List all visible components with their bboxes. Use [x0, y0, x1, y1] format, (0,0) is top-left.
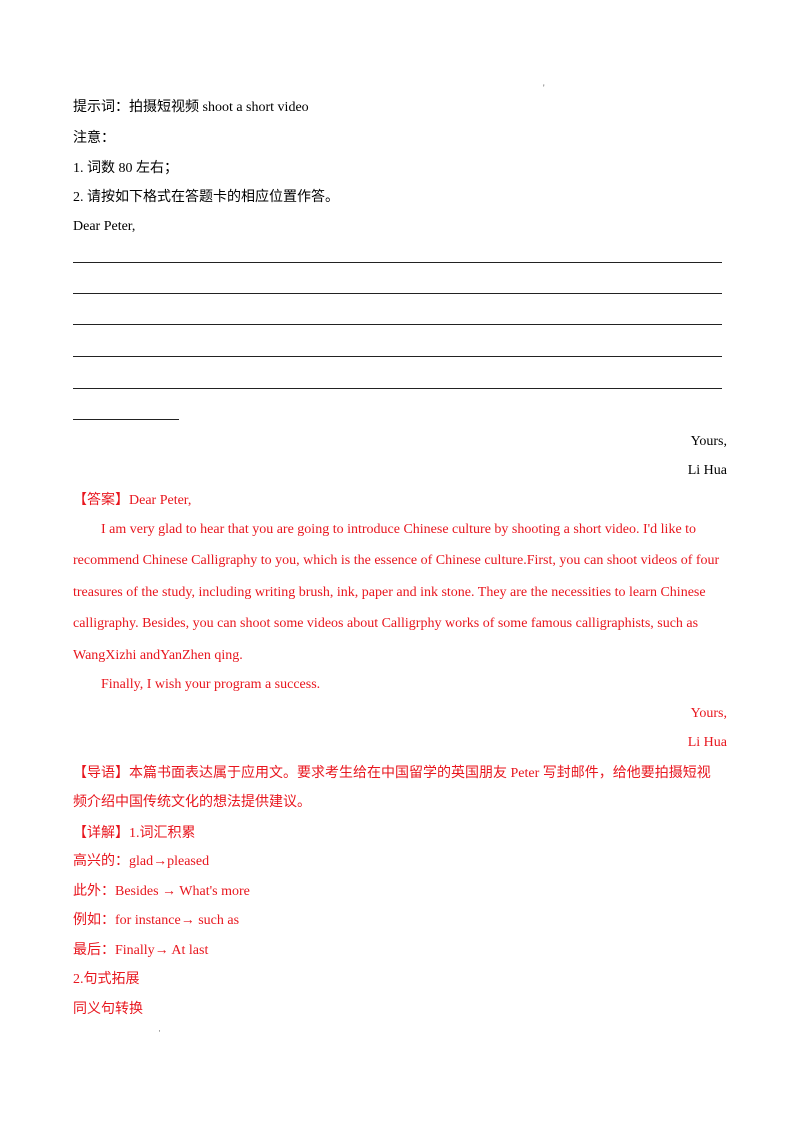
guide-line-1: 【导语】本篇书面表达属于应用文。要求考生给在中国留学的英国朋友 Peter 写封…: [73, 764, 711, 783]
answer-blank-line-short: [73, 419, 179, 420]
detail-heading: 【详解】1.词汇积累: [73, 824, 196, 843]
answer-blank-line: [73, 324, 722, 325]
vocab-item: 例如：for instance→ such as: [73, 913, 240, 928]
answer-greeting: Dear Peter,: [129, 493, 192, 508]
prompt-note-1: 1. 词数 80 左右；: [73, 161, 178, 176]
answer-blank-line: [73, 388, 722, 389]
answer-line-2: recommend Chinese Calligraphy to you, wh…: [73, 553, 720, 568]
answer-blank-line: [73, 356, 722, 357]
answer-blank-line: [73, 262, 722, 263]
answer-final-line: Finally, I wish your program a success.: [101, 677, 321, 692]
answer-line-3: treasures of the study, including writin…: [73, 585, 706, 600]
detail-label: 【详解】: [73, 825, 129, 841]
guide-line-2: 频介绍中国传统文化的想法提供建议。: [73, 795, 311, 810]
detail-sub: 同义句转换: [73, 1002, 143, 1017]
prompt-notes-title: 注意：: [73, 131, 115, 146]
prompt-hint: 提示词：拍摄短视频 shoot a short video: [73, 100, 309, 115]
answer-line-1: I am very glad to hear that you are goin…: [101, 522, 697, 537]
detail-heading-1: 1.词汇积累: [129, 826, 196, 841]
prompt-signature: Li Hua: [687, 463, 727, 478]
answer-header: 【答案】Dear Peter,: [73, 491, 191, 510]
vocab-item: 此外：Besides → What's more: [73, 884, 250, 899]
guide-text-1: 本篇书面表达属于应用文。要求考生给在中国留学的英国朋友 Peter 写封邮件，给…: [129, 766, 711, 781]
vocab-item: 高兴的：glad→pleased: [73, 854, 210, 869]
answer-line-4: calligraphy. Besides, you can shoot some…: [73, 616, 699, 631]
prompt-greeting: Dear Peter,: [73, 219, 136, 234]
bottom-mark: ·: [158, 1026, 161, 1036]
answer-blank-line: [73, 293, 722, 294]
top-mark: ': [543, 83, 545, 93]
answer-label: 【答案】: [73, 492, 129, 508]
guide-label: 【导语】: [73, 765, 129, 781]
answer-line-5: WangXizhi andYanZhen qing.: [73, 648, 243, 663]
detail-heading-2: 2.句式拓展: [73, 972, 140, 987]
prompt-note-2: 2. 请按如下格式在答题卡的相应位置作答。: [73, 190, 339, 205]
vocab-item: 最后：Finally→ At last: [73, 943, 209, 958]
answer-closing: Yours,: [690, 706, 727, 721]
answer-signature: Li Hua: [687, 735, 727, 750]
prompt-closing: Yours,: [690, 434, 727, 449]
